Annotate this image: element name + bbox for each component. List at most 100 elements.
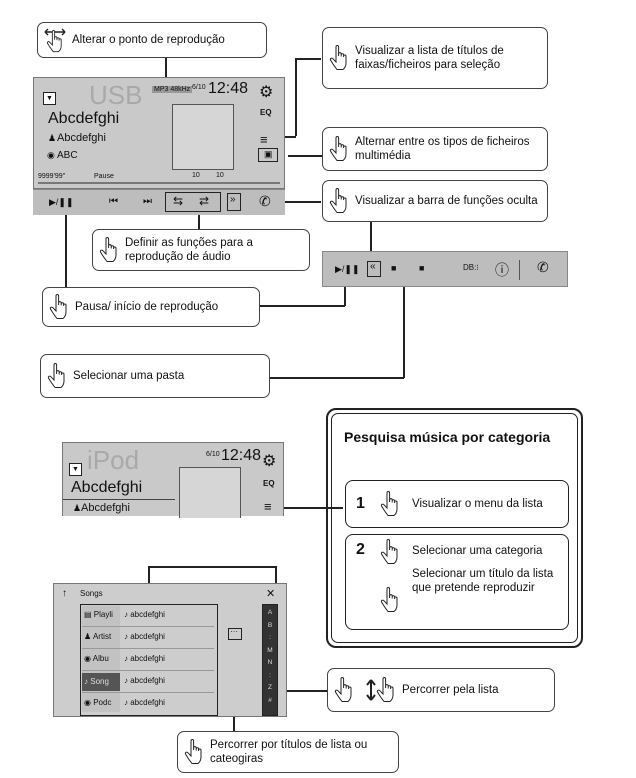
browse-titles-button[interactable] xyxy=(228,628,242,640)
search-heading: Pesquisa música por categoria xyxy=(344,429,551,445)
track-count: 6/10 xyxy=(192,84,206,91)
row-dividers xyxy=(82,670,214,671)
artist-icon: ♟ xyxy=(73,503,82,513)
category-song[interactable]: ♪ Song xyxy=(82,673,120,691)
progress-bar[interactable] xyxy=(38,182,280,184)
connector-line xyxy=(295,58,297,136)
next-icon[interactable]: ⏭ xyxy=(143,196,152,207)
back-arrow-icon[interactable]: ↑ xyxy=(62,588,67,599)
index-letter[interactable]: # xyxy=(268,696,272,704)
phone-icon[interactable]: ✆ xyxy=(537,259,549,275)
list-icon[interactable]: ≡ xyxy=(260,132,268,147)
table-row[interactable]: ♪ abcdefghi xyxy=(124,676,165,685)
step2a-text: Selecionar uma categoria xyxy=(412,545,543,557)
category-album[interactable]: ◉ Albu xyxy=(84,654,109,663)
settings-gear-icon[interactable]: ⚙ xyxy=(262,453,277,470)
list-header: Songs xyxy=(80,589,103,598)
drag-hand-icon xyxy=(44,27,66,53)
category-artist[interactable]: ♟ Artist xyxy=(84,632,112,641)
row-dividers xyxy=(82,692,214,693)
hidden-function-bar: ▶/❚❚ « ■ ■ DB:⁝ ⓘ ✆ xyxy=(322,251,568,287)
folder-up-icon[interactable]: ■ xyxy=(391,263,397,273)
more-functions-button[interactable] xyxy=(227,193,241,211)
previous-icon[interactable]: ⏮ xyxy=(109,196,118,207)
connector-line xyxy=(270,377,404,379)
category-column: ▤ Playli ♟ Artist ◉ Albu ♪ Song ◉ Podc xyxy=(82,606,120,712)
index-letter[interactable]: M xyxy=(267,646,273,654)
connector-line xyxy=(344,272,346,306)
info-icon[interactable]: ⓘ xyxy=(495,262,509,278)
step2-box: 2 Selecionar uma categoria Selecionar um… xyxy=(345,534,569,630)
dropdown-icon[interactable]: ▼ xyxy=(69,463,82,476)
phone-icon[interactable]: ✆ xyxy=(259,193,271,209)
settings-gear-icon[interactable]: ⚙ xyxy=(259,84,274,101)
connector-line xyxy=(148,566,150,584)
callout-media-types: Alternar entre os tipos de ficheiros mul… xyxy=(322,127,548,171)
callout-hidden-bar: Visualizar a barra de funções oculta xyxy=(322,180,548,222)
shuffle-icon[interactable]: ⇄ xyxy=(199,194,210,208)
connector-line xyxy=(281,136,296,138)
connector-line xyxy=(295,58,321,60)
double-chevron-left-icon: « xyxy=(370,261,376,272)
index-letter[interactable]: Z xyxy=(268,684,272,691)
index-letter[interactable]: A xyxy=(267,609,273,616)
connector-line xyxy=(65,215,67,287)
divider xyxy=(519,260,520,280)
audio-eq-icon: EQ xyxy=(260,108,272,117)
folder-down-icon[interactable]: ■ xyxy=(419,263,425,273)
connector-line xyxy=(288,155,322,157)
hand-icon xyxy=(380,587,400,613)
callout-text: Alterar o ponto de reprodução xyxy=(72,34,225,46)
callout-select-folder: Selecionar uma pasta xyxy=(40,354,270,398)
category-podcast[interactable]: ◉ Podc xyxy=(84,698,112,707)
back-bar-button[interactable] xyxy=(367,261,381,277)
index-letter[interactable]: N xyxy=(267,659,273,666)
row-dividers xyxy=(82,626,214,627)
connector-line xyxy=(198,213,200,229)
hand-icon xyxy=(329,188,349,214)
index-letter[interactable]: B xyxy=(267,621,273,629)
alphabet-index[interactable]: A B : M N : Z # xyxy=(262,604,278,716)
callout-audio-functions: Definir as funções para a reprodução de … xyxy=(92,229,310,271)
close-icon[interactable]: ✕ xyxy=(266,588,276,600)
index-letter[interactable]: : xyxy=(269,634,271,641)
hand-icon xyxy=(49,294,69,320)
callout-text: Pausa/ início de reprodução xyxy=(75,301,219,313)
table-row[interactable]: ♪ abcdefghi xyxy=(124,610,165,619)
play-pause-icon[interactable]: ▶/❚❚ xyxy=(335,264,360,274)
dropdown-icon[interactable]: ▼ xyxy=(43,92,56,105)
list-icon[interactable]: ≡ xyxy=(264,499,272,514)
play-pause-icon[interactable]: ▶/❚❚ xyxy=(49,197,74,207)
callout-text: Definir as funções para a reprodução de … xyxy=(125,237,253,263)
title-divider xyxy=(63,499,175,500)
row-dividers xyxy=(82,648,214,649)
callout-text: Alternar entre os tipos de ficheiros mul… xyxy=(355,136,530,162)
rows-column: ♪ abcdefghi ♪ abcdefghi ♪ abcdefghi ♪ ab… xyxy=(120,606,214,712)
track-count: 6/10 xyxy=(206,451,220,458)
artist-name: Abcdefghi xyxy=(81,502,130,514)
media-type-button[interactable] xyxy=(258,148,278,162)
audio-eq-icon: EQ xyxy=(263,479,275,488)
elapsed-time: 9999'99" xyxy=(38,173,66,180)
connector-line xyxy=(275,690,327,692)
album-art xyxy=(172,104,234,170)
table-row[interactable]: ♪ abcdefghi xyxy=(124,632,165,641)
repeat-icon[interactable]: ⇆ xyxy=(173,194,184,208)
callout-change-point: Alterar o ponto de reprodução xyxy=(37,22,267,58)
usb-function-bar: ▶/❚❚ ⏮ ⏭ ⇆ ⇄ » ✆ xyxy=(33,189,285,215)
inner-border xyxy=(331,413,578,643)
callout-browse-titles: Percorrer por títulos de lista ou cateog… xyxy=(177,731,399,773)
search-category-box: Pesquisa música por categoria 1 Visualiz… xyxy=(326,408,583,648)
sound-settings-icon[interactable]: DB:⁝ xyxy=(463,263,479,272)
table-row[interactable]: ♪ abcdefghi xyxy=(124,698,165,707)
songs-screen: ↑ Songs ✕ ▤ Playli ♟ Artist ◉ Albu ♪ Son… xyxy=(53,583,287,717)
connector-line xyxy=(275,566,277,584)
hand-icon xyxy=(99,237,119,263)
step2b-text: Selecionar um título da lista que preten… xyxy=(412,568,554,594)
clock: 12:48 xyxy=(208,80,249,97)
table-row[interactable]: ♪ abcdefghi xyxy=(124,654,165,663)
album-art xyxy=(179,467,241,518)
category-playlist[interactable]: ▤ Playli xyxy=(84,610,113,619)
pause-label: Pause xyxy=(94,173,114,180)
index-letter[interactable]: : xyxy=(269,671,271,679)
